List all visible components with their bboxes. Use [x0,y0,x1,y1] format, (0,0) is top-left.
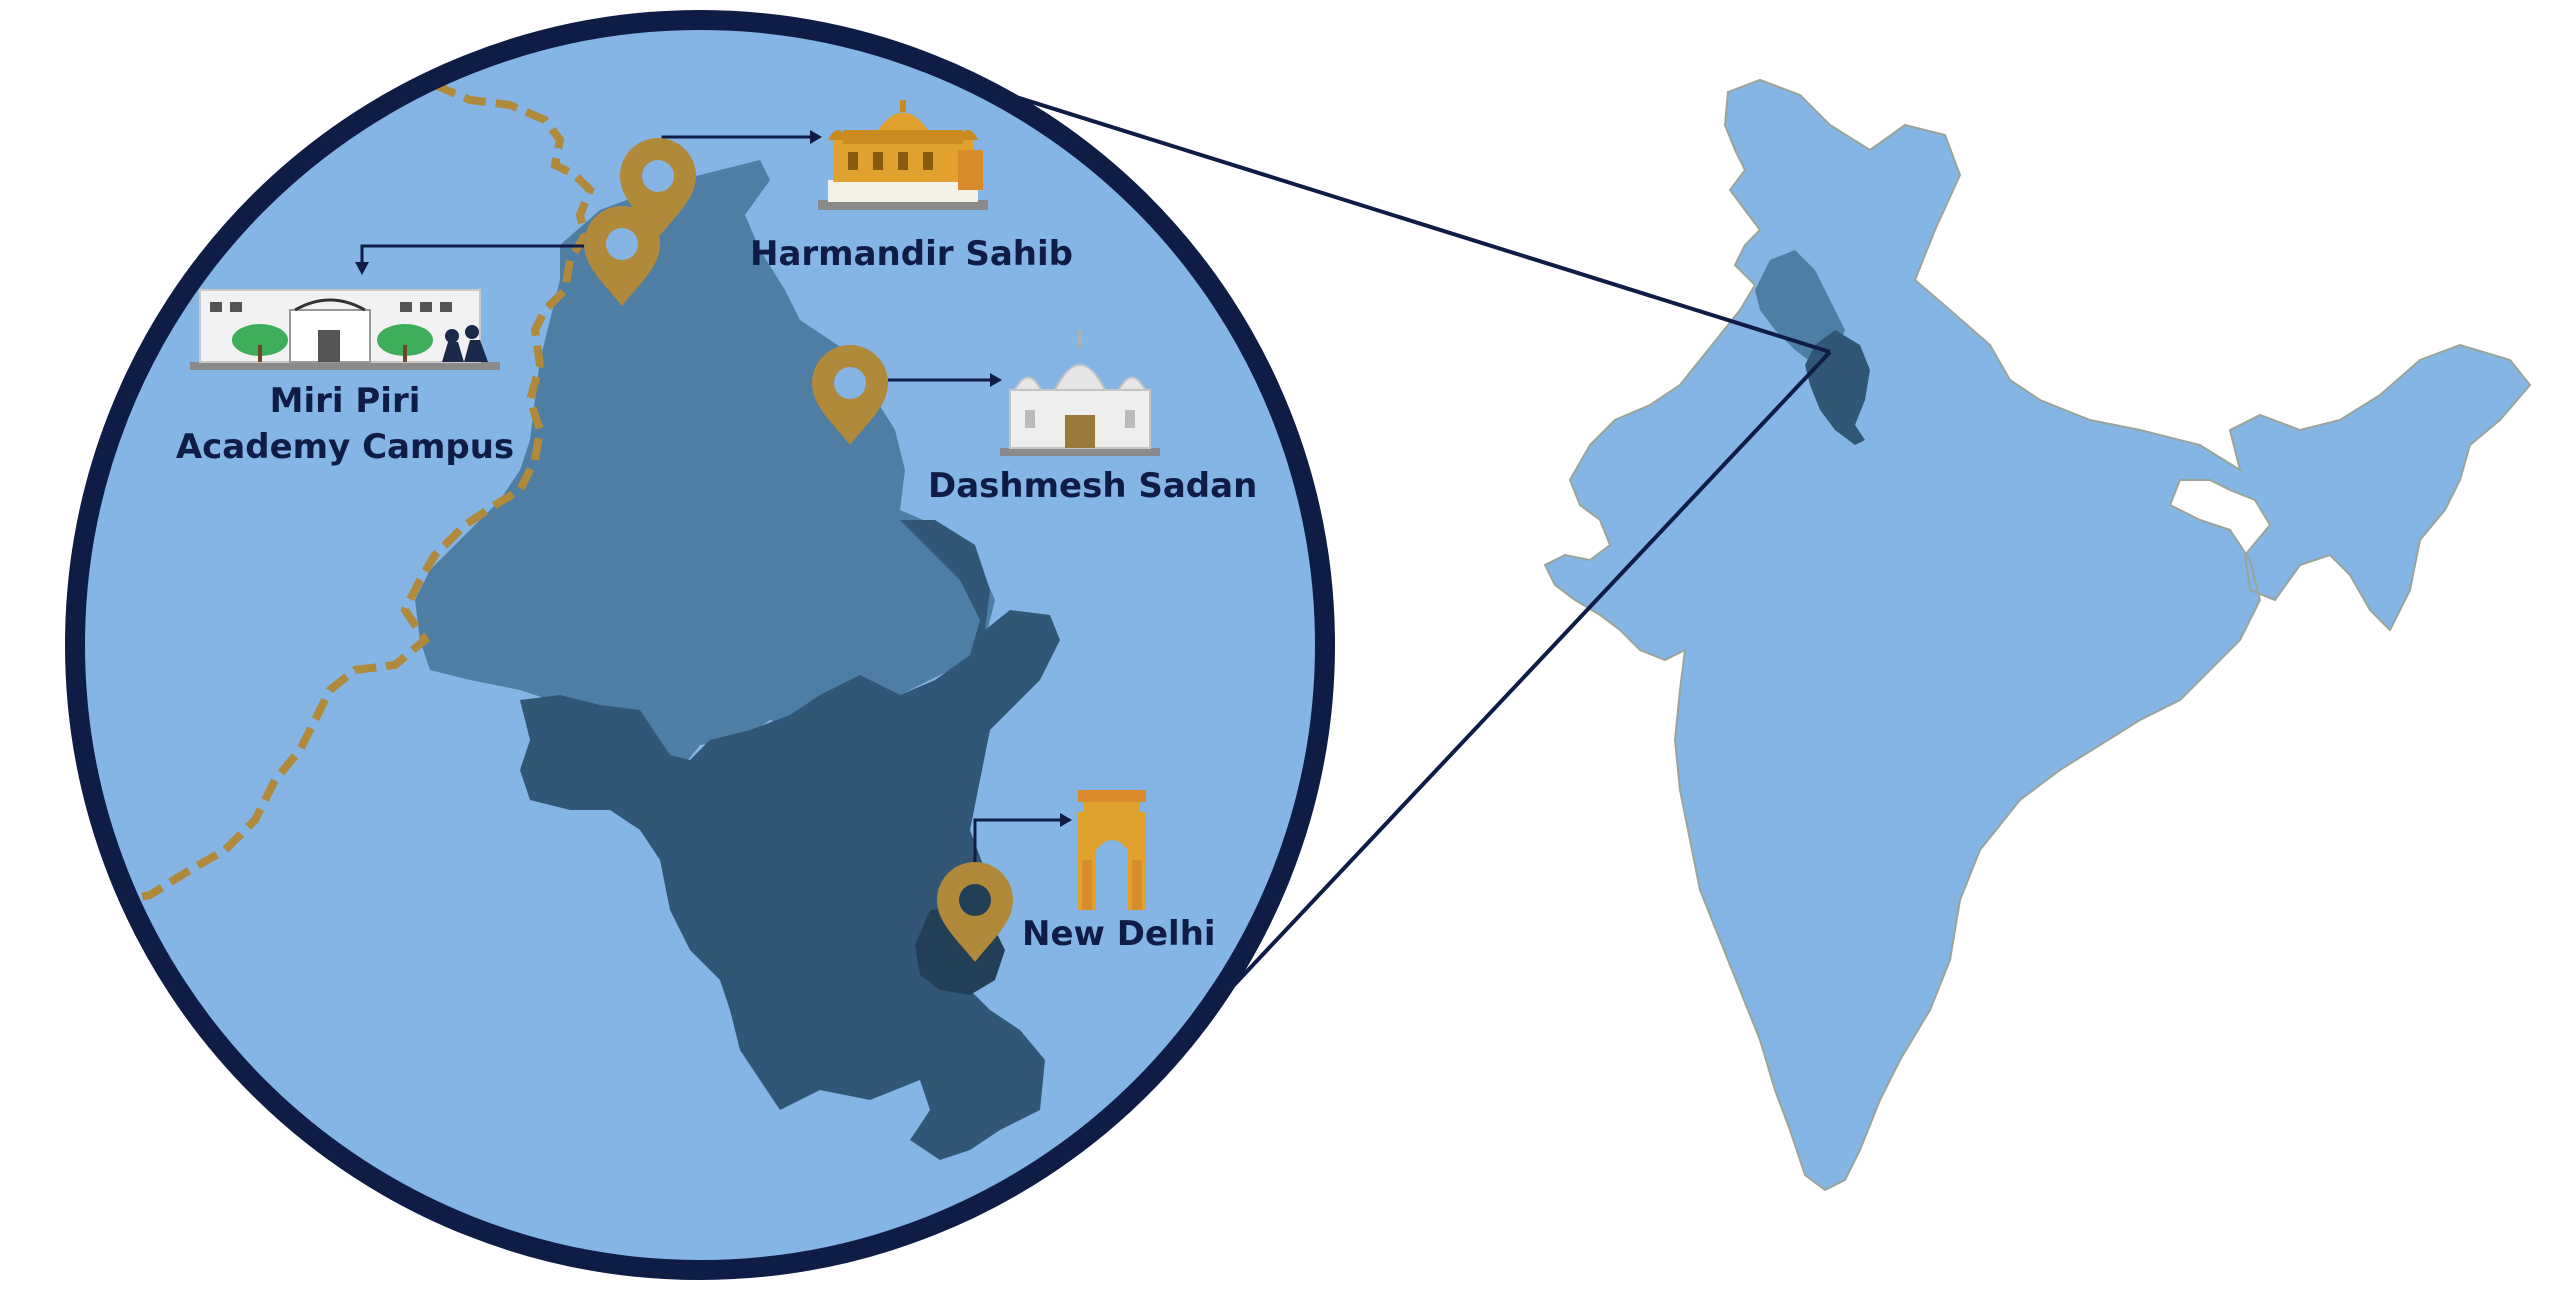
golden-temple-icon [818,100,988,210]
haryana-region [520,520,1060,1160]
location-new-delhi: New Delhi [937,790,1216,962]
zoom-circle [65,10,1335,1280]
miri-label-line2: Academy Campus [176,427,514,467]
zoom-circle-ring [65,10,1335,1280]
miri-arrow-icon [355,262,369,275]
delhi-label: New Delhi [1022,914,1216,954]
india-map [1543,78,2532,1192]
zoom-connector-top [999,90,1831,354]
map-pin-icon [812,345,888,445]
zoom-connector-bottom [1218,350,1832,1002]
india-outline [1543,78,2532,1192]
map-pin-icon [584,206,660,306]
harmandir-label: Harmandir Sahib [750,234,1073,274]
map-pin-icon [937,862,1013,962]
india-punjab-region [1755,250,1845,365]
academy-building-icon [190,289,500,370]
punjab-region [415,160,995,770]
dashmesh-arrow-icon [990,373,1002,387]
location-harmandir: Harmandir Sahib [620,100,1073,274]
delhi-arrow-icon [1060,813,1072,827]
india-gate-icon [1078,790,1146,910]
international-border [99,81,595,909]
white-gurdwara-icon [1000,330,1160,456]
dashmesh-label: Dashmesh Sadan [928,466,1257,506]
miri-leader-line [360,244,590,262]
miri-label-line1: Miri Piri [270,381,421,421]
location-miri-piri: Miri Piri Academy Campus [176,206,660,467]
location-dashmesh: Dashmesh Sadan [812,330,1257,506]
harmandir-arrow-icon [810,130,822,144]
